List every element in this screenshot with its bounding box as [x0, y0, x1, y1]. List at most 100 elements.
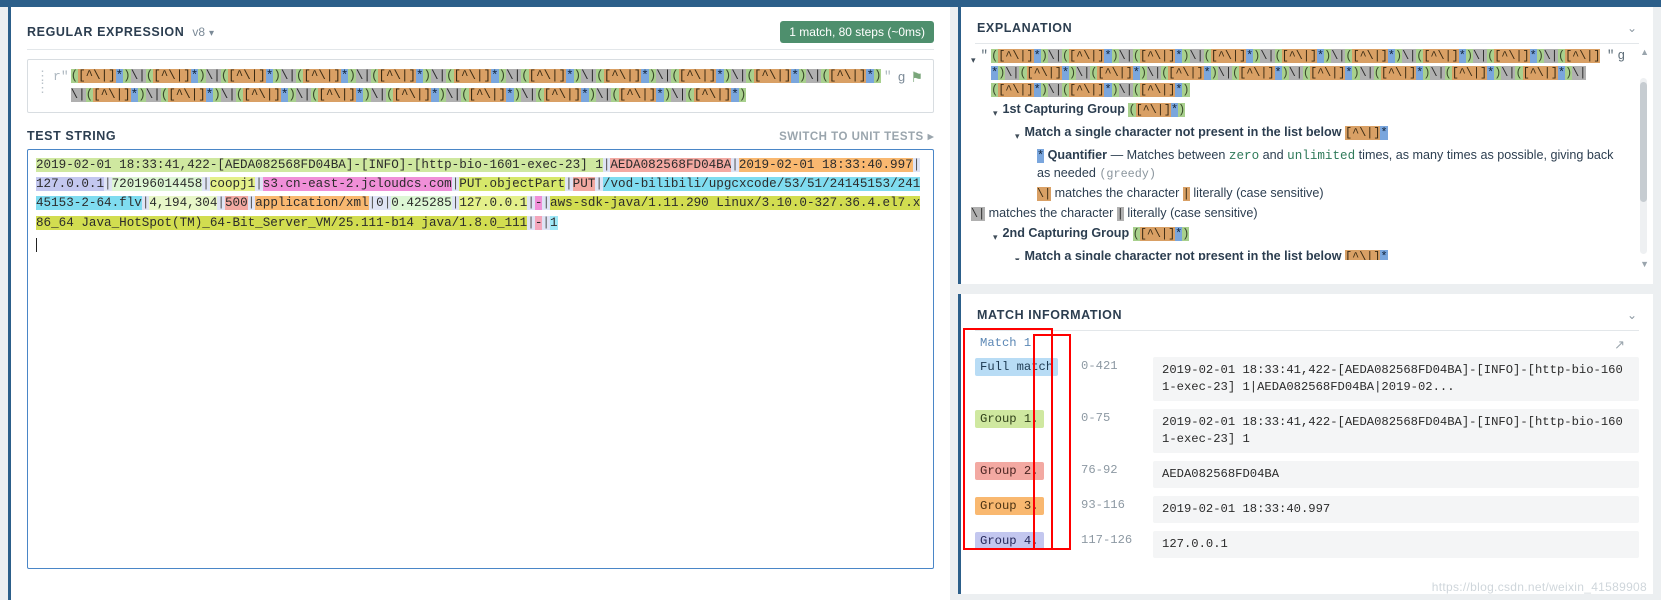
test-segment: 500 — [224, 196, 248, 211]
quantifier-text-2: times, as many times as possible, giving… — [1037, 148, 1614, 180]
match-row-range: 76-92 — [1081, 463, 1118, 477]
text-caret — [36, 237, 927, 255]
test-segment: | — [217, 196, 225, 211]
literal-escape-token: \| — [1037, 187, 1052, 201]
explanation-title: EXPLANATION — [977, 21, 1073, 35]
match-row-label[interactable]: Group 3. — [975, 497, 1044, 515]
test-segment: | — [247, 196, 256, 211]
match-row-label[interactable]: Full match — [975, 358, 1059, 376]
match-row-range: 0-75 — [1081, 411, 1111, 425]
root-flag-g: g — [1617, 49, 1625, 63]
match-1-label: Match 1 — [980, 336, 1032, 350]
switch-to-unit-tests-link[interactable]: SWITCH TO UNIT TESTS▸ — [779, 131, 934, 143]
match-row-range: 0-421 — [1081, 359, 1118, 373]
literal-text-1: matches the character — [1054, 186, 1180, 200]
regex-section-title: REGULAR EXPRESSION — [27, 25, 185, 39]
chevron-down-icon[interactable]: ⌄ — [1626, 308, 1637, 322]
scroll-up-arrow-icon[interactable]: ▲ — [1640, 47, 1649, 57]
regex-prefix: r" — [53, 69, 69, 84]
root-quote: " — [980, 49, 989, 63]
left-panel: REGULAR EXPRESSION v8 ▾ 1 match, 80 step… — [8, 7, 950, 600]
quantifier-word: Quantifier — [1047, 148, 1108, 162]
match-row: Group 4. 117-126 127.0.0.1 — [975, 531, 1639, 558]
drag-handle-icon[interactable]: ⋮⋮ — [36, 68, 49, 95]
outer-literal-pipe: | — [1116, 207, 1124, 221]
capturing-group-2-node[interactable]: ▾ 2nd Capturing Group ([^\|]*) — [993, 225, 1625, 246]
test-segment: 2019-02-01 18:33:40.997 — [738, 158, 913, 172]
flag-g[interactable]: g — [897, 70, 906, 85]
test-segment: coopj1 — [209, 177, 256, 192]
quantifier-text-1: — Matches between — [1110, 148, 1226, 162]
explanation-divider — [975, 43, 1639, 44]
regex-pattern[interactable]: ([^\|]*)\|([^\|]*)\|([^\|]*)\|([^\|]*)\|… — [70, 69, 882, 102]
match-row-value[interactable]: 2019-02-01 18:33:40.997 — [1153, 496, 1639, 523]
test-segment: 4,194,304 — [149, 196, 218, 211]
group-1-match-label: Match a single character not present in … — [1024, 125, 1342, 139]
test-string-editor[interactable]: 2019-02-01 18:33:41,422-[AEDA082568FD04B… — [27, 149, 934, 569]
explanation-root-node[interactable]: ▾ " ([^\|]*)\|([^\|]*)\|([^\|]*)\|([^\|]… — [971, 48, 1625, 99]
regex-version-selector[interactable]: v8 — [192, 25, 206, 39]
match-row-label[interactable]: Group 2. — [975, 462, 1044, 480]
disclosure-triangle-icon[interactable]: ▾ — [993, 232, 998, 242]
test-segment: | — [451, 196, 460, 211]
regex-input-box[interactable]: ⋮⋮ r" ([^\|]*)\|([^\|]*)\|([^\|]*)\|([^\… — [27, 59, 934, 113]
test-segment: | — [383, 196, 392, 211]
scroll-down-arrow-icon[interactable]: ▼ — [1640, 259, 1649, 269]
test-segment: 127.0.0.1 — [36, 177, 105, 192]
test-segment: AEDA082568FD04BA — [610, 158, 732, 172]
chevron-down-icon[interactable]: ⌄ — [1626, 21, 1637, 35]
literal-text-2: literally (case sensitive) — [1193, 186, 1324, 200]
quantifier-and: and — [1262, 148, 1284, 162]
group-2-charclass-token: [^\|]* — [1345, 250, 1388, 260]
match-row-range: 117-126 — [1081, 533, 1133, 547]
disclosure-triangle-icon[interactable]: ▾ — [993, 108, 998, 118]
root-pattern-tokens: ([^\|]*)\|([^\|]*)\|([^\|]*)\|([^\|]*)\|… — [991, 49, 1601, 97]
match-row-value[interactable]: 127.0.0.1 — [1153, 531, 1639, 558]
quantifier-unlimited: unlimited — [1287, 149, 1356, 163]
chevron-right-icon: ▸ — [927, 131, 934, 143]
match-row-label[interactable]: Group 1. — [975, 410, 1044, 428]
quantifier-symbol: * — [1037, 149, 1045, 163]
outer-literal-node: \| matches the character | literally (ca… — [971, 205, 1625, 223]
match-information-divider — [975, 330, 1639, 331]
explanation-header[interactable]: EXPLANATION ⌄ — [961, 7, 1653, 43]
match-information-title: MATCH INFORMATION — [977, 308, 1123, 322]
regex-flags[interactable]: g ⚑ — [894, 66, 929, 86]
disclosure-triangle-icon[interactable]: ▾ — [971, 55, 976, 65]
explanation-scrollbar-thumb[interactable] — [1640, 82, 1647, 202]
literal-pipe-char: | — [1182, 187, 1190, 201]
disclosure-triangle-icon[interactable]: ▾ — [1015, 131, 1020, 141]
group-1-match-char-node[interactable]: ▾ Match a single character not present i… — [1015, 124, 1625, 145]
test-segment: | — [255, 177, 263, 192]
match-row-value[interactable]: 2019-02-01 18:33:41,422-[AEDA082568FD04B… — [1153, 357, 1639, 401]
group-1-literal-node: \| matches the character | literally (ca… — [1037, 185, 1625, 203]
disclosure-triangle-icon[interactable]: ▾ — [1015, 255, 1020, 260]
test-segment: 2019-02-01 18:33:41,422-[AEDA082568FD04B… — [36, 158, 603, 172]
match-count-badge: 1 match, 80 steps (~0ms) — [780, 21, 934, 43]
match-row-value[interactable]: AEDA082568FD04BA — [1153, 461, 1639, 488]
test-segment: | — [731, 158, 739, 172]
group-1-token: ([^\|]*) — [1128, 103, 1186, 117]
match-row-value[interactable]: 2019-02-01 18:33:41,422-[AEDA082568FD04B… — [1153, 409, 1639, 453]
explanation-tree: ▾ " ([^\|]*)\|([^\|]*)\|([^\|]*)\|([^\|]… — [961, 44, 1653, 260]
chevron-down-icon[interactable]: ▾ — [209, 28, 215, 39]
flag-icon[interactable]: ⚑ — [910, 69, 923, 85]
quantifier-zero: zero — [1228, 149, 1260, 163]
match-information-body: Match 1 ↗ Full match 0-421 2019-02-01 18:3… — [961, 331, 1653, 558]
match-row: Group 2. 76-92 AEDA082568FD04BA — [975, 461, 1639, 488]
test-string-content[interactable]: 2019-02-01 18:33:41,422-[AEDA082568FD04B… — [36, 156, 927, 233]
match-row-label[interactable]: Group 4. — [975, 532, 1044, 550]
group-2-match-char-node[interactable]: ▾ Match a single character not present i… — [1015, 248, 1625, 260]
test-segment: 720196014458 — [111, 177, 203, 192]
test-segment: PUT — [572, 177, 596, 192]
match-information-header[interactable]: MATCH INFORMATION ⌄ — [961, 294, 1653, 330]
capturing-group-1-node[interactable]: ▾ 1st Capturing Group ([^\|]*) — [993, 101, 1625, 122]
outer-literal-token: \| — [971, 207, 986, 221]
test-segment: | — [595, 177, 603, 192]
test-segment: PUT.objectPart — [459, 177, 566, 192]
regex-close-delimiter: " — [883, 69, 892, 84]
regex-header-divider — [27, 49, 934, 50]
explanation-scrollbar[interactable] — [1640, 78, 1647, 254]
share-icon[interactable]: ↗ — [1614, 337, 1625, 352]
